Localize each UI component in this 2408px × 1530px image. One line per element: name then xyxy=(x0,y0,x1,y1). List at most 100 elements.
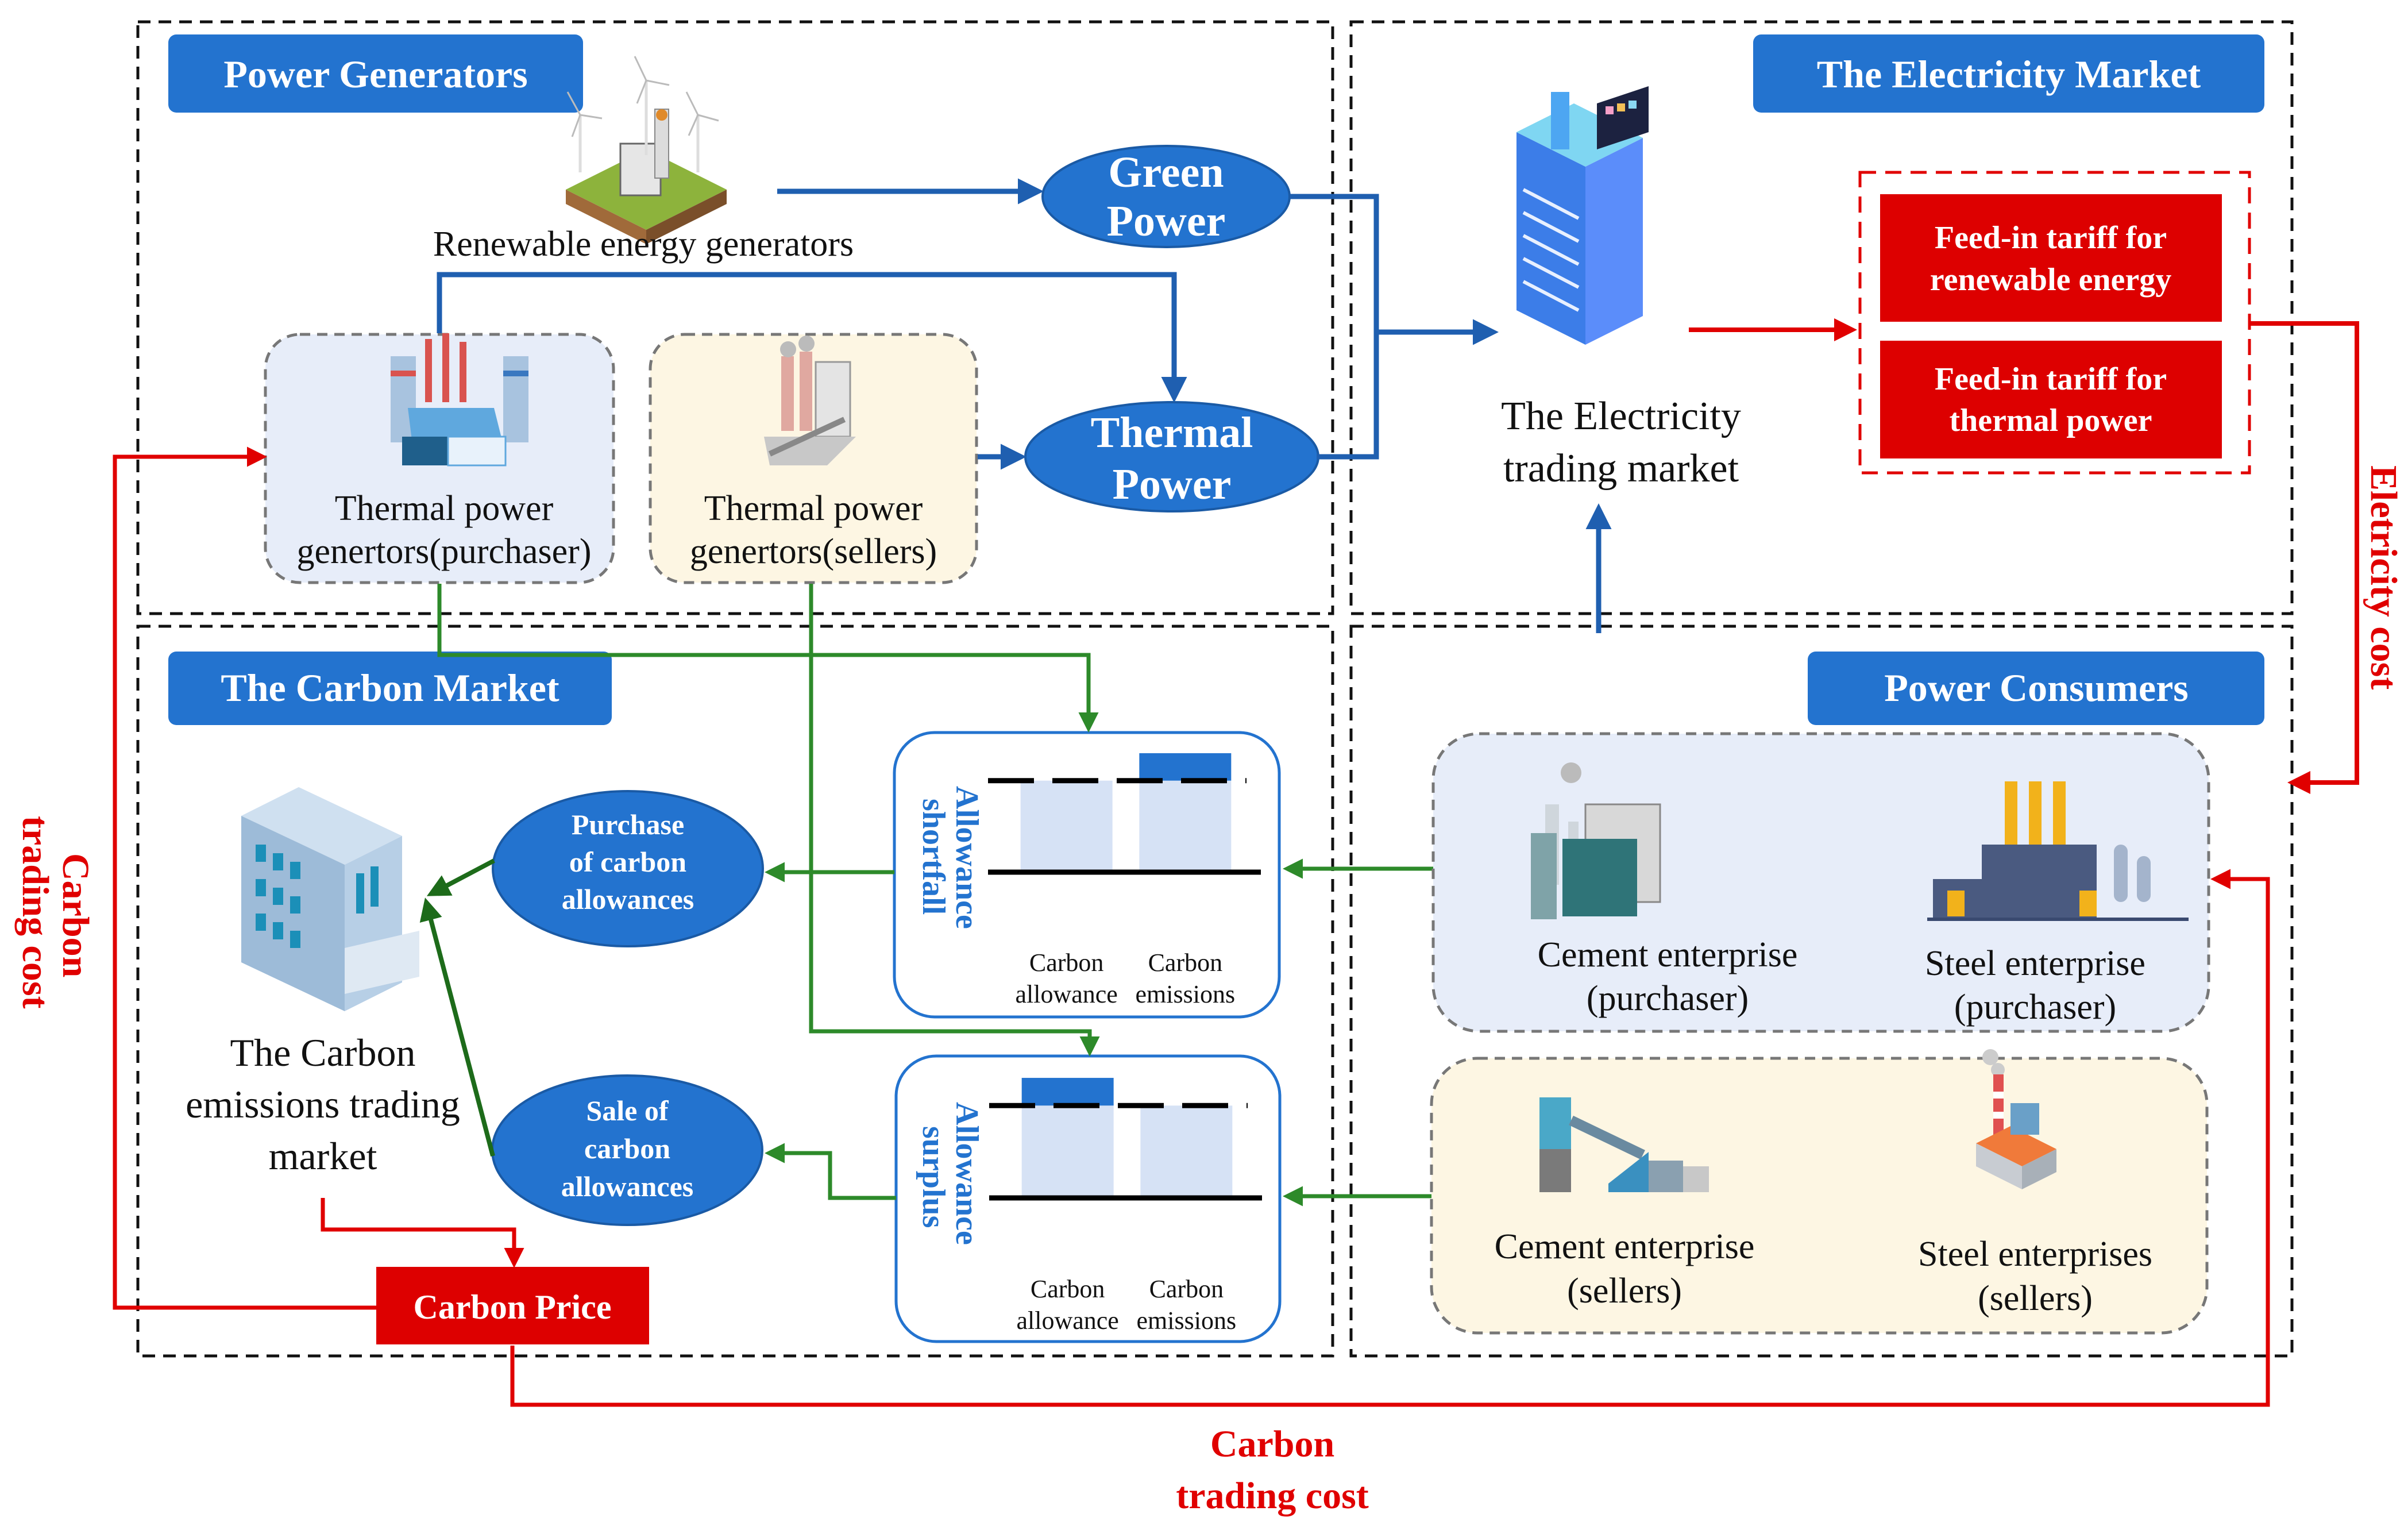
bar-carbon-allowance xyxy=(1020,780,1113,872)
electricity-trading-market-line1: The Electricity xyxy=(1501,394,1741,438)
carbon-trading-cost-left-line1: Carbon xyxy=(55,853,97,977)
carbon-trading-cost-bottom-line1: Carbon xyxy=(1210,1423,1334,1465)
bar-excess-carbon-emissions xyxy=(1139,753,1232,781)
tariff-thermal-line2: thermal power xyxy=(1949,403,2152,438)
purchase-line1: Purchase xyxy=(572,808,684,841)
header-power-generators: Power Generators xyxy=(168,34,583,113)
consumer-sellers-group: Cement enterprise (sellers) Steel enterp… xyxy=(1430,1049,2209,1335)
steel-seller-plant-icon xyxy=(1976,1049,2056,1189)
green-power-label-line1: Green xyxy=(1108,148,1224,196)
bar-carbon-emissions xyxy=(1139,780,1232,872)
carbon-market-building-icon xyxy=(241,787,419,1011)
green-power-label-line2: Power xyxy=(1107,197,1226,245)
cement-sellers-line2: (sellers) xyxy=(1567,1271,1682,1311)
carbon-trading-market-line1: The Carbon xyxy=(230,1031,416,1074)
cement-seller-plant-icon xyxy=(1539,1097,1709,1192)
carbon-market-frame xyxy=(136,625,1334,1358)
category-label: Carbon xyxy=(1148,949,1223,977)
power-consumers-frame xyxy=(1349,625,2294,1358)
thermal-purchaser-node: Thermal power genertors(purchaser) xyxy=(264,333,615,584)
carbon-price-box: Carbon Price xyxy=(376,1267,649,1344)
header-power-consumers: Power Consumers xyxy=(1808,652,2264,725)
allowance-shortfall-panel: Allowance shortfall CarbonallowanceCarbo… xyxy=(893,731,1281,1019)
arrow-market-to-carbon-price xyxy=(321,1198,524,1268)
renewable-generator-icon xyxy=(566,56,727,244)
bar-carbon-emissions xyxy=(1140,1105,1233,1198)
thermal-plant-icon xyxy=(391,333,528,467)
thermal-power-label-line1: Thermal xyxy=(1091,408,1253,457)
cement-factory-icon xyxy=(1531,762,1661,919)
arrow-purchaser-to-thermal xyxy=(437,272,1187,403)
carbon-trading-market-line2: emissions trading xyxy=(186,1082,460,1126)
power-generators-frame xyxy=(136,20,1334,615)
header-electricity-market-label: The Electricity Market xyxy=(1817,52,2201,96)
arrow-purchaser-to-shortfall xyxy=(437,584,1099,733)
arrow-sellers-to-surplus xyxy=(809,584,1100,1057)
sale-line2: carbon xyxy=(584,1132,670,1165)
category-label: allowance xyxy=(1016,1307,1118,1335)
shortfall-title-line2: shortfall xyxy=(916,799,951,915)
green-power-node: Green Power xyxy=(1041,145,1291,248)
carbon-trading-cost-left-line2: trading cost xyxy=(14,816,56,1009)
thermal-purchaser-label-line2: genertors(purchaser) xyxy=(297,532,592,571)
bar-excess-carbon-allowance xyxy=(1021,1078,1114,1106)
purchase-line2: of carbon xyxy=(569,846,686,878)
category-label: Carbon xyxy=(1149,1275,1224,1303)
electricity-market-building-icon xyxy=(1516,86,1649,345)
header-carbon-market: The Carbon Market xyxy=(168,652,612,725)
cement-purchaser-line2: (purchaser) xyxy=(1587,979,1749,1018)
electricity-trading-market-line2: trading market xyxy=(1503,446,1739,491)
thermal-power-label-line2: Power xyxy=(1113,460,1232,508)
shortfall-title-line1: Allowance xyxy=(949,786,985,929)
steel-purchaser-line2: (purchaser) xyxy=(1954,988,2116,1027)
purchase-line3: allowances xyxy=(562,883,694,915)
electricity-cost-label: Eletricity cost xyxy=(2363,465,2405,689)
category-label: allowance xyxy=(1015,980,1117,1008)
tariff-renewable-box: Feed-in tariff for renewable energy xyxy=(1880,194,2222,322)
header-carbon-market-label: The Carbon Market xyxy=(221,666,559,710)
thermal-purchaser-label-line1: Thermal power xyxy=(335,489,554,528)
connector-green-to-market xyxy=(1290,194,1379,460)
header-power-consumers-label: Power Consumers xyxy=(1884,666,2188,710)
steel-factory-icon xyxy=(1927,781,2189,921)
cement-sellers-line1: Cement enterprise xyxy=(1495,1227,1755,1266)
thermal-power-node: Thermal Power xyxy=(1024,401,1319,512)
steel-sellers-line1: Steel enterprises xyxy=(1918,1235,2152,1274)
bar-carbon-allowance xyxy=(1021,1105,1114,1198)
arrow-carbon-cost-to-generators xyxy=(113,446,376,1310)
arrow-purchase-to-market xyxy=(426,858,495,896)
header-power-generators-label: Power Generators xyxy=(223,52,527,96)
header-electricity-market: The Electricity Market xyxy=(1753,34,2264,113)
carbon-price-label: Carbon Price xyxy=(414,1288,612,1326)
consumer-purchasers-group: Cement enterprise (purchaser) Steel ente… xyxy=(1431,732,2210,1033)
surplus-chart: Carbon allowance Carbon emissions xyxy=(989,1078,1262,1335)
carbon-trading-market-line3: market xyxy=(269,1134,377,1178)
steel-purchaser-line1: Steel enterprise xyxy=(1925,944,2145,983)
tariff-thermal-line1: Feed-in tariff for xyxy=(1935,361,2167,397)
thermal-sellers-label-line2: genertors(sellers) xyxy=(690,532,937,571)
arrow-electricity-cost xyxy=(2249,321,2359,794)
renewable-generators-label: Renewable energy generators xyxy=(433,225,854,264)
thermal-sellers-node: Thermal power genertors(sellers) xyxy=(649,333,978,584)
thermal-sellers-label-line1: Thermal power xyxy=(704,489,923,528)
thermal-seller-plant-icon xyxy=(764,336,856,465)
sale-line1: Sale of xyxy=(586,1094,669,1127)
generation-flows xyxy=(437,178,1612,633)
shortfall-chart: Carbon allowance Carbon emissions xyxy=(988,753,1261,1008)
carbon-trading-cost-bottom-line2: trading cost xyxy=(1176,1475,1369,1517)
category-label: Carbon xyxy=(1031,1275,1105,1303)
sale-line3: allowances xyxy=(561,1170,694,1203)
allowance-surplus-panel: Allowance surplus Carbon allowance Carbon e… xyxy=(894,1054,1282,1343)
category-label: emissions xyxy=(1137,1307,1237,1335)
tariff-renewable-line1: Feed-in tariff for xyxy=(1935,220,2167,256)
surplus-title-line2: surplus xyxy=(916,1126,951,1228)
sale-allowances-node: Sale of carbon allowances xyxy=(491,1074,763,1226)
surplus-title-line1: Allowance xyxy=(949,1102,985,1245)
cement-purchaser-line1: Cement enterprise xyxy=(1538,935,1798,974)
category-label: Carbon xyxy=(1029,949,1104,977)
tariff-thermal-box: Feed-in tariff for thermal power xyxy=(1880,341,2222,458)
arrow-carbon-cost-to-consumers xyxy=(510,869,2270,1407)
category-label: emissions xyxy=(1136,980,1236,1008)
steel-sellers-line2: (sellers) xyxy=(1978,1279,2093,1318)
